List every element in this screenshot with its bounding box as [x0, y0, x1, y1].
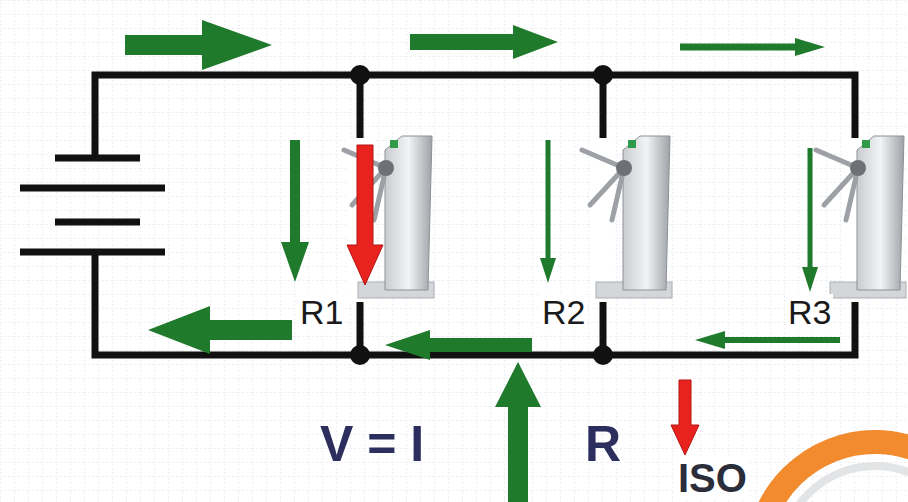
resistor-symbol [344, 136, 434, 302]
junction-dot [350, 65, 370, 85]
formula-text: V = I [318, 418, 426, 470]
current-arrow [540, 140, 556, 283]
logo-arc [757, 442, 908, 502]
red-arrow [671, 380, 699, 455]
resistor-symbol [816, 136, 906, 302]
current-arrow [148, 306, 292, 354]
logo-arc [781, 466, 908, 502]
junction-dot [593, 65, 613, 85]
battery-plate [20, 185, 165, 192]
current-arrow [410, 25, 558, 59]
current-arrow [495, 362, 541, 502]
resistor-label: R3 [786, 294, 833, 330]
battery-plate [55, 155, 140, 162]
junction-dot [350, 345, 370, 365]
red-arrow [347, 145, 383, 285]
current-arrow [385, 330, 532, 360]
logo-text: ISO [676, 457, 749, 499]
resistor-label: R1 [298, 294, 345, 330]
junction-dot [593, 345, 613, 365]
current-arrow [281, 140, 309, 282]
current-arrow [802, 148, 818, 292]
battery-plate [55, 219, 140, 226]
current-arrow [125, 20, 272, 70]
current-arrow [695, 331, 840, 349]
resistor-label: R2 [540, 294, 587, 330]
battery-plate [20, 249, 165, 256]
wire [95, 75, 855, 160]
current-arrow [680, 38, 825, 56]
formula-text: R [583, 418, 623, 470]
resistor-symbol [582, 136, 672, 302]
